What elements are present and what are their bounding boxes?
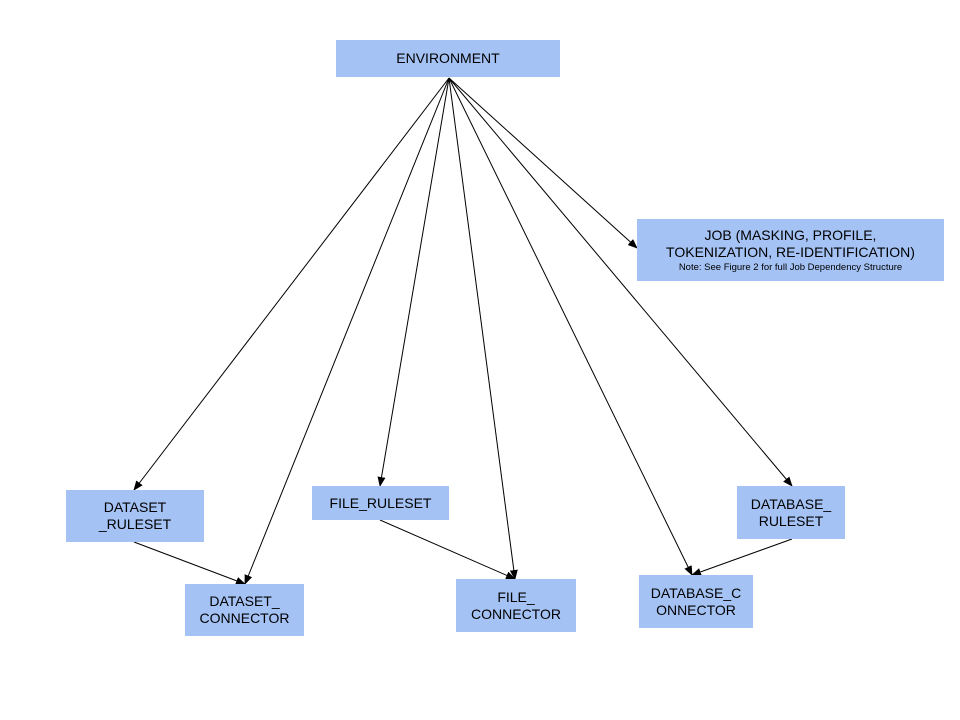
edge-database-ruleset-to-database-connector	[691, 538, 793, 576]
database-ruleset-label: DATABASE_ RULESET	[750, 495, 832, 529]
job-note: Note: See Figure 2 for full Job Dependen…	[678, 261, 903, 273]
dataset-ruleset-label: DATASET _RULESET	[98, 499, 172, 532]
dataset-ruleset-node: DATASET _RULESET	[66, 490, 204, 542]
file-connector-label: FILE_ CONNECTOR	[471, 588, 561, 622]
database-ruleset-node: DATABASE_ RULESET	[737, 486, 845, 539]
file-connector-node: FILE_ CONNECTOR	[456, 579, 576, 632]
edge-environment-to-database-ruleset	[448, 77, 793, 487]
environment-label: ENVIRONMENT	[396, 50, 500, 66]
file-ruleset-node: FILE_RULESET	[312, 486, 449, 520]
edge-environment-to-job	[448, 77, 638, 249]
edge-file-ruleset-to-file-connector	[379, 519, 516, 580]
job-label: JOB (MASKING, PROFILE, TOKENIZATION, RE-…	[666, 226, 915, 260]
edge-environment-to-database-connector	[448, 77, 693, 576]
edge-dataset-ruleset-to-dataset-connector	[133, 541, 246, 585]
edge-environment-to-file-connector	[448, 77, 518, 580]
file-ruleset-label: FILE_RULESET	[329, 494, 432, 511]
environment-node: ENVIRONMENT	[336, 40, 560, 77]
dataset-connector-node: DATASET_ CONNECTOR	[185, 584, 304, 636]
dataset-connector-label: DATASET_ CONNECTOR	[199, 593, 290, 626]
edge-environment-to-dataset-connector	[244, 77, 450, 585]
database-connector-node: DATABASE_C ONNECTOR	[639, 575, 753, 628]
job-node: JOB (MASKING, PROFILE, TOKENIZATION, RE-…	[637, 219, 944, 281]
edge-environment-to-file-ruleset	[377, 77, 450, 487]
database-connector-label: DATABASE_C ONNECTOR	[650, 584, 742, 618]
edge-environment-to-dataset-ruleset	[133, 77, 450, 491]
